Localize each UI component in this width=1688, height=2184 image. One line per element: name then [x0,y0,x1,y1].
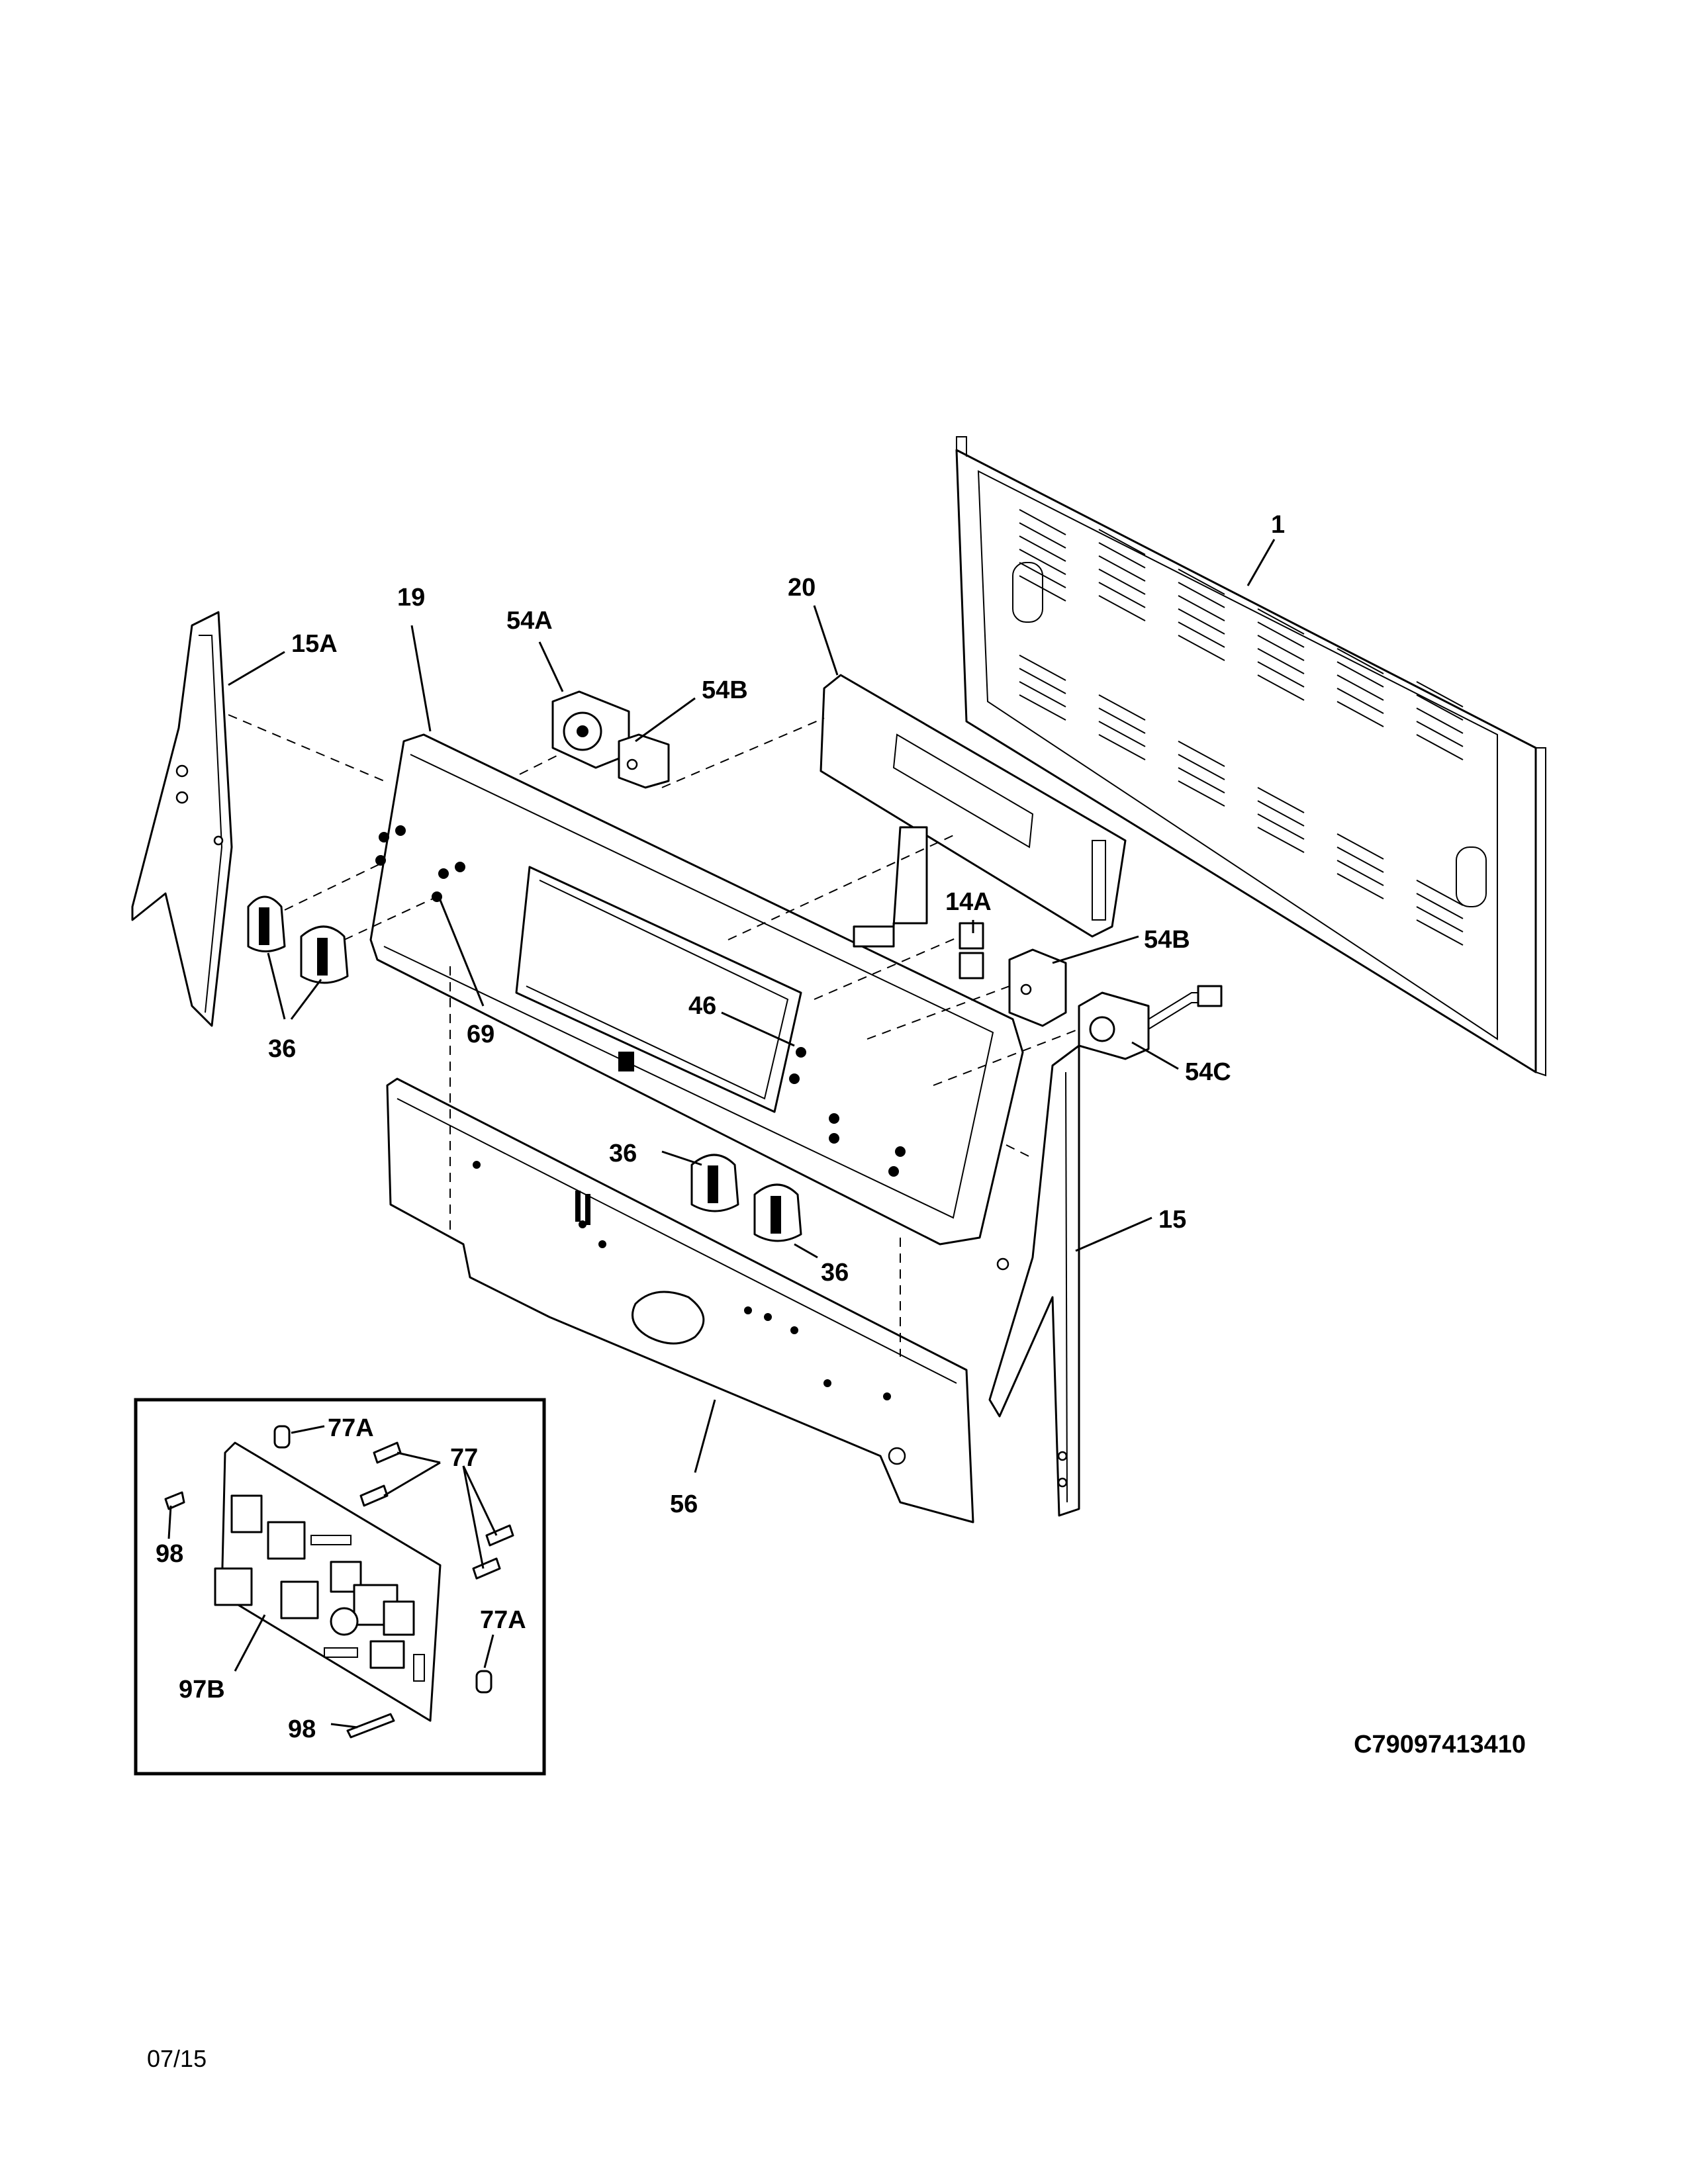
callout-46: 46 [688,992,716,1020]
callout-15: 15 [1158,1206,1186,1234]
callout-98-bottom: 98 [288,1715,316,1743]
alignment-lines [228,714,1080,1357]
part-54A-switch [551,690,630,769]
callout-36-right: 36 [821,1259,849,1287]
vent-slots [1019,509,1464,946]
callout-15A: 15A [291,630,338,658]
knob-36-a [247,895,286,952]
panel-screws [375,825,906,1177]
knob-36-c [690,1154,739,1212]
part-15-right-side-bracket [988,1044,1080,1517]
part-56-lower-panel [386,1077,974,1524]
page-date: 07/15 [147,2045,207,2072]
diagram-code: C79097413410 [1354,1731,1526,1758]
callout-20: 20 [788,574,816,602]
callout-54B-right: 54B [1144,926,1190,954]
leader-lines [167,539,1276,1729]
callout-77: 77 [450,1444,478,1472]
panel-holes [473,1161,891,1400]
part-19-control-panel [369,733,1024,1246]
callout-77A-bottom: 77A [480,1606,526,1634]
knob-36-d [753,1183,802,1242]
callout-97B: 97B [179,1676,225,1704]
callout-56: 56 [670,1490,698,1518]
callout-98-top: 98 [156,1540,183,1568]
callout-labels: 1 19 20 54A 54B 15A 14A 54B 54C 46 69 36… [156,511,1285,1743]
callout-14A: 14A [945,888,992,916]
part-54C-switch [1078,985,1223,1060]
part-20-display-board [820,674,1127,948]
part-54B-switch-top [618,733,670,789]
part-14A-switch [959,922,984,979]
standoff-77 [359,1441,514,1580]
part-54B-switch-right [1008,948,1067,1027]
part-15A-left-side-bracket [131,611,233,1027]
callout-69: 69 [467,1021,494,1048]
callout-36-mid: 36 [609,1140,637,1167]
callout-1: 1 [1271,511,1285,539]
callout-54C: 54C [1185,1058,1231,1086]
inset-control-board [134,1398,546,1776]
callout-19: 19 [397,584,425,612]
knob-36-b [300,925,349,984]
callout-36-left: 36 [268,1035,296,1063]
callout-77A-top: 77A [328,1414,374,1442]
part-1-rear-panel [955,436,1546,1077]
callout-54B-top: 54B [702,676,748,704]
callout-54A: 54A [506,607,553,635]
